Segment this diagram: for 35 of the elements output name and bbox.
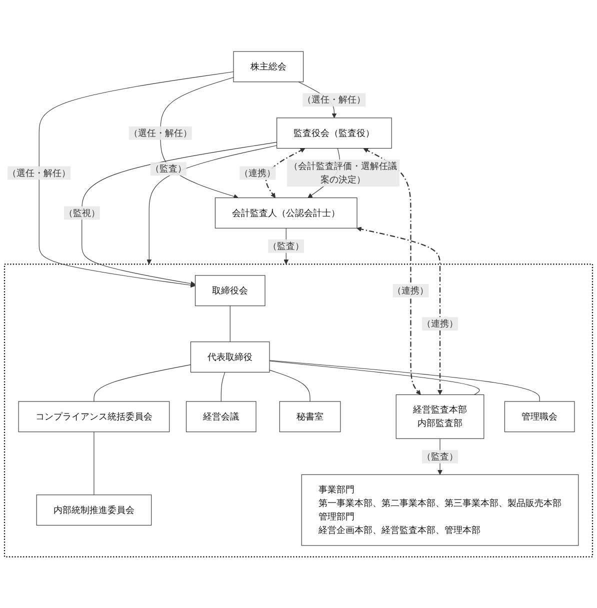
edge-label: （連携）: [422, 318, 458, 329]
node-box: 経営会議: [186, 401, 256, 432]
arrow: [38, 71, 234, 288]
edge-label: （選任・解任）: [128, 127, 192, 138]
edge-label: （選任・解任）: [302, 94, 366, 105]
arrow: [363, 148, 421, 395]
node-box: 秘書室: [279, 401, 341, 432]
edge-label: （監視）: [64, 207, 100, 218]
node-box: 事業部門 第一事業本部、第二事業本部、第三事業本部、製品販売本部 管理部門 経営企画本部、経営監査本部、管理本部: [301, 474, 579, 546]
edge-label: （連携）: [392, 284, 429, 296]
connector: [94, 364, 192, 402]
connector: [269, 360, 480, 395]
node-box: 内部統制推進委員会: [36, 494, 152, 526]
node-box: 管理職会: [504, 401, 575, 432]
node-box: 経営監査本部 内部監査部: [396, 394, 484, 439]
arrow: [356, 226, 442, 395]
connector: [220, 372, 226, 402]
edge-label: （監査）: [150, 163, 186, 174]
node-box: 代表取締役: [190, 341, 270, 372]
edge-label: （監査）: [268, 240, 304, 252]
node-box: コンプライアンス統括委員会: [18, 401, 170, 432]
node-box: 会計監査人（公認会計士）: [214, 197, 358, 228]
arrow: [146, 145, 278, 264]
cluster: [4, 263, 594, 558]
node-box: 取締役会: [194, 275, 266, 306]
connector: [269, 370, 310, 402]
edge-label: （連携）: [240, 167, 276, 178]
node-box: 監査役会（監査役）: [276, 117, 392, 148]
node-box: 株主総会: [233, 51, 304, 82]
edge-label: （会計監査評価・選解任議案の決定）: [289, 160, 398, 185]
edge-label: （監査）: [422, 450, 458, 462]
connector: [269, 360, 540, 402]
edge-label: （選任・解任）: [8, 167, 71, 178]
arrow: [266, 148, 306, 198]
arrow: [82, 142, 278, 286]
